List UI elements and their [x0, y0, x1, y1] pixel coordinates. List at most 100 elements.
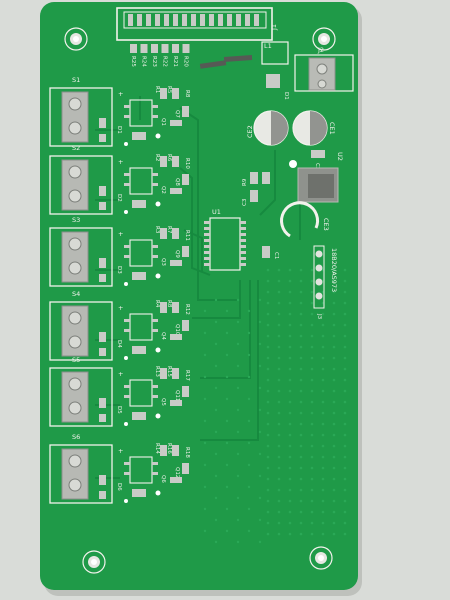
- via: [225, 485, 229, 489]
- diode-pad: [99, 134, 106, 142]
- via: [343, 477, 347, 481]
- via: [203, 309, 207, 313]
- via: [321, 499, 325, 503]
- via: [225, 375, 229, 379]
- via: [321, 510, 325, 514]
- label-u1: U1: [212, 208, 221, 216]
- via: [332, 290, 336, 294]
- via: [343, 466, 347, 470]
- via: [310, 367, 314, 371]
- via: [277, 301, 281, 305]
- transistor-pad: [132, 489, 146, 497]
- j3-pins: [315, 250, 323, 300]
- via: [299, 312, 303, 316]
- via: [310, 400, 314, 404]
- resistor-label: R21: [172, 56, 178, 67]
- via: [266, 312, 270, 316]
- via: [299, 422, 303, 426]
- diode-pad: [99, 475, 106, 485]
- via: [266, 378, 270, 382]
- j3-pin: [315, 278, 323, 286]
- via: [258, 540, 262, 544]
- label-d6: D6: [116, 483, 122, 491]
- resistor-pad: [172, 156, 179, 167]
- via: [343, 422, 347, 426]
- u1-pin: [240, 263, 246, 266]
- via: [247, 419, 251, 423]
- via: [343, 455, 347, 459]
- via: [299, 488, 303, 492]
- mounting-hole-top-right: [312, 27, 336, 51]
- via: [277, 312, 281, 316]
- via: [266, 521, 270, 525]
- header-pin: [227, 14, 232, 26]
- resistor-label: R8: [184, 90, 190, 98]
- via: [225, 441, 229, 445]
- via: [343, 499, 347, 503]
- terminal-outline: [49, 155, 113, 215]
- via: [321, 312, 325, 316]
- resistor-pad: [172, 302, 179, 313]
- via: [247, 529, 251, 533]
- via: [258, 320, 262, 324]
- via: [266, 422, 270, 426]
- via: [203, 463, 207, 467]
- opto-pin: [152, 183, 158, 186]
- via: [343, 378, 347, 382]
- via: [321, 367, 325, 371]
- via: [288, 312, 292, 316]
- transistor-label: Q11: [174, 390, 180, 401]
- via: [277, 499, 281, 503]
- opto-pin: [152, 385, 158, 388]
- opto-pin: [124, 462, 130, 465]
- chip-u1: U1 C1: [204, 208, 279, 271]
- via: [247, 353, 251, 357]
- via: [277, 323, 281, 327]
- via: [310, 510, 314, 514]
- opto-pin: [124, 472, 130, 475]
- via: [266, 499, 270, 503]
- label-d1: D1: [283, 92, 289, 100]
- via: [299, 510, 303, 514]
- u1-pin: [204, 251, 210, 254]
- via: [321, 389, 325, 393]
- via: [310, 378, 314, 382]
- via: [288, 532, 292, 536]
- terminal-screw: [68, 377, 82, 391]
- label-j1: J1: [270, 24, 278, 31]
- header-pin: [182, 14, 187, 26]
- label-q3: Q3: [160, 258, 166, 266]
- via-grid: [203, 268, 347, 544]
- opto-pin: [152, 462, 158, 465]
- header-pin: [236, 14, 241, 26]
- resistor-label: R17: [184, 370, 190, 381]
- transistor-pad: [132, 272, 146, 280]
- mounting-hole-bottom-right: [309, 546, 333, 570]
- via: [288, 510, 292, 514]
- opto-pin: [124, 245, 130, 248]
- via: [236, 298, 240, 302]
- silk-bar-graphic-2: [223, 55, 253, 62]
- via: [236, 430, 240, 434]
- terminal-screw: [68, 454, 82, 468]
- label-r9: R9: [242, 178, 248, 186]
- via: [236, 364, 240, 368]
- via: [332, 455, 336, 459]
- terminal-screw: [68, 97, 82, 111]
- via: [277, 268, 281, 272]
- via: [299, 290, 303, 294]
- label-q2: Q2: [160, 186, 166, 194]
- resistor-pad: [160, 228, 167, 239]
- via: [203, 375, 207, 379]
- plus-sign: +: [118, 370, 123, 378]
- label-j3: J3: [316, 313, 322, 320]
- transistor-pad: [170, 188, 182, 194]
- opto-pin: [124, 395, 130, 398]
- via: [277, 510, 281, 514]
- header-pin: [245, 14, 250, 26]
- via: [288, 521, 292, 525]
